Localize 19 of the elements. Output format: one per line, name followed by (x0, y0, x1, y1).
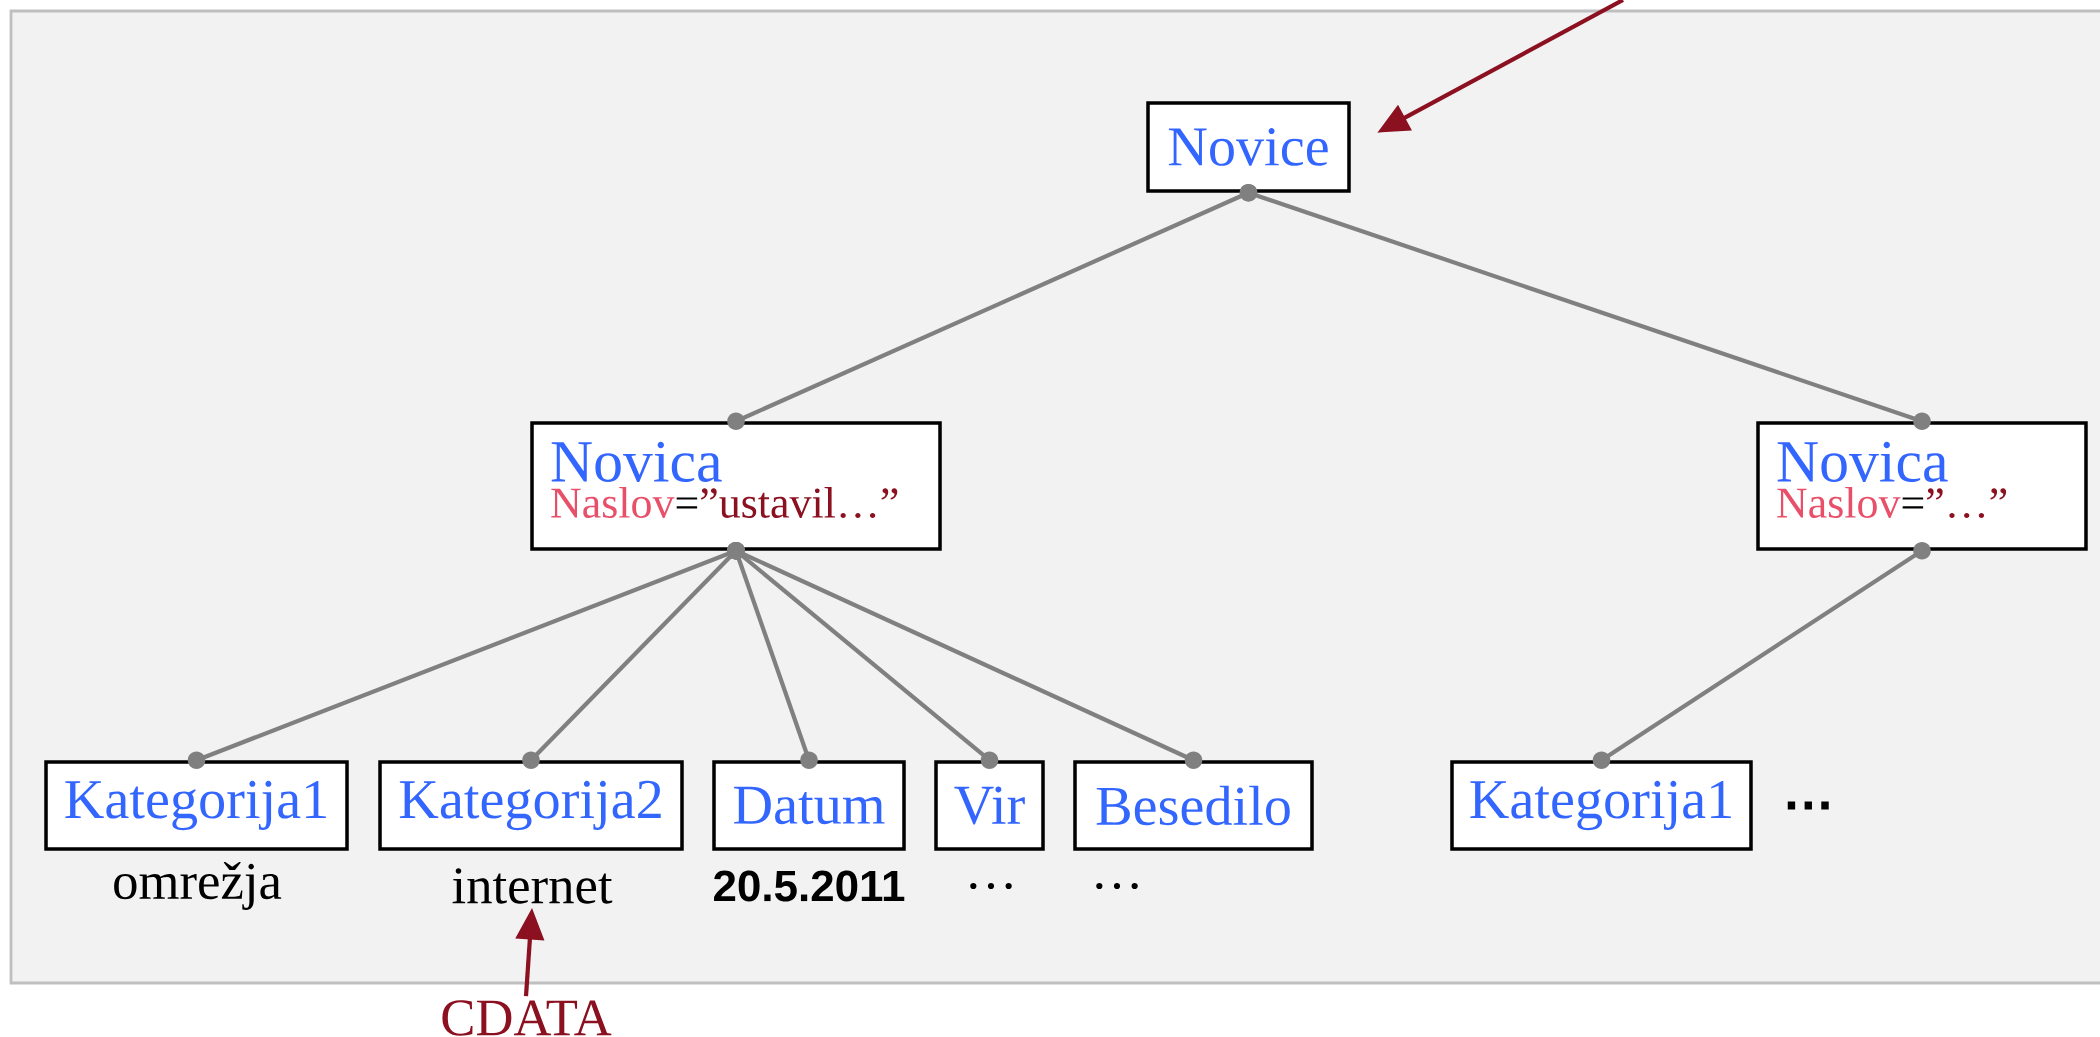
element-box: Kategorija1 (44, 760, 349, 851)
value-text: … (1096, 882, 1138, 890)
connector-line (727, 541, 1203, 769)
value-text: internet (452, 868, 613, 904)
ellipsis-text: … (1787, 801, 1829, 810)
value-text: omrežja (114, 862, 282, 910)
element-box: Kategorija2 (378, 760, 684, 851)
value-text: … (970, 882, 1012, 890)
element-box: Besedilo (1073, 760, 1314, 851)
element-box: Kategorija1 (1450, 760, 1753, 851)
value-text: 20.5.2011 (714, 870, 905, 902)
element-box: Datum (712, 760, 906, 851)
connector-line (1239, 183, 1931, 430)
element-box: Vir (934, 760, 1045, 851)
connector-line (1592, 541, 1931, 769)
element-box: Novica Naslov=”…” (1756, 421, 2088, 551)
element-box: Novica Naslov=”ustavil…” (530, 421, 942, 551)
element-box: Novice (1146, 101, 1351, 193)
annotation-text: CDATA (442, 1000, 612, 1036)
